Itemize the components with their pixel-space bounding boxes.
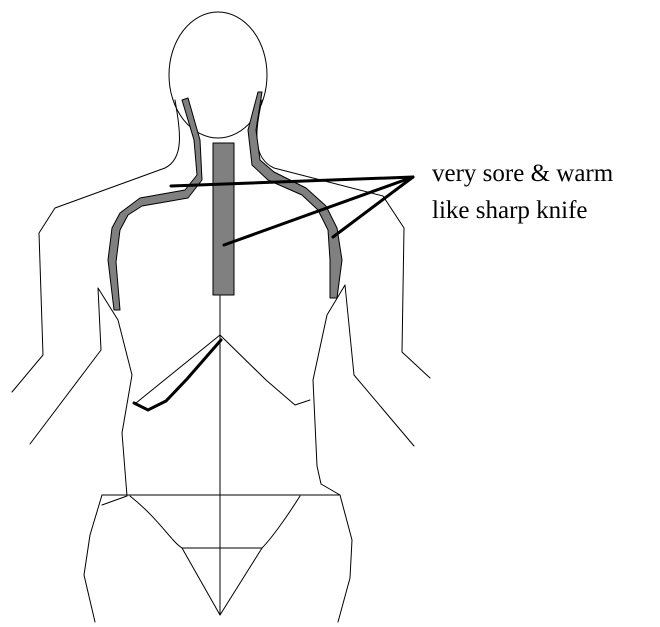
rib-line-right: [220, 335, 310, 405]
sacrum-triangle: [182, 548, 262, 615]
annotation-line-1: very sore & warm: [432, 160, 614, 187]
right-shoulder-arm-outline: [257, 100, 430, 378]
left-shoulder-arm-outline: [12, 100, 179, 392]
pain-area-cervical-spine: [213, 143, 234, 295]
pain-area-left-trapezius: [108, 98, 202, 310]
annotation-line-2: like sharp knife: [432, 197, 588, 224]
rib-line-left: [136, 335, 220, 403]
left-torso-outline: [30, 288, 132, 505]
right-torso-outline: [313, 285, 414, 495]
buttock-curve-left: [130, 496, 182, 548]
pain-area-right-trapezius: [248, 92, 342, 298]
leader-line-spine: [224, 177, 413, 245]
right-hip-outline: [338, 495, 352, 622]
left-hip-outline: [84, 495, 102, 622]
buttock-curve-right: [262, 496, 300, 548]
lower-rib-mark: [134, 340, 221, 410]
